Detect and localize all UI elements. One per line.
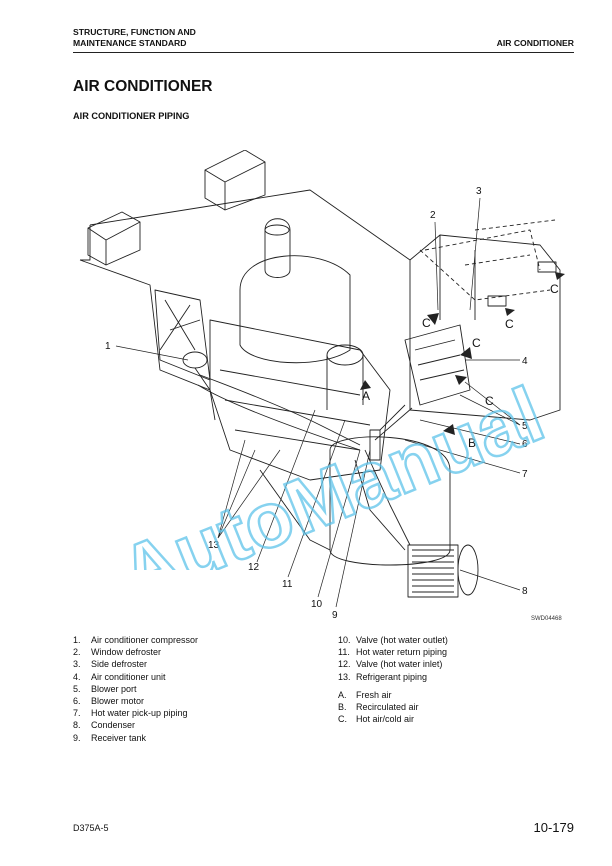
callout-13: 13 bbox=[208, 540, 220, 551]
airflow-c-2: C bbox=[472, 336, 481, 350]
header-divider bbox=[73, 52, 574, 53]
legend-list-2: 10.Valve (hot water outlet) 11.Hot water… bbox=[338, 634, 448, 683]
header-line-1: STRUCTURE, FUNCTION AND bbox=[73, 27, 196, 37]
legend-item: 9.Receiver tank bbox=[73, 732, 147, 743]
legend-item: 1.Air conditioner compressor bbox=[73, 635, 199, 645]
legend-item: 7.Hot water pick-up piping bbox=[73, 708, 188, 719]
page-subtitle: AIR CONDITIONER PIPING bbox=[73, 111, 190, 121]
callout-2: 2 bbox=[430, 210, 436, 221]
legend-item: C.Hot air/cold air bbox=[338, 714, 415, 725]
legend-item: 12.Valve (hot water inlet) bbox=[338, 659, 443, 670]
footer-model: D375A-5 bbox=[73, 823, 109, 833]
page-title: AIR CONDITIONER bbox=[73, 78, 213, 95]
legend-item: 6.Blower motor bbox=[73, 696, 145, 707]
piping-diagram: 1 2 3 4 5 6 7 8 9 10 11 12 13 A B C C C … bbox=[79, 150, 565, 621]
legend-list-airflow: A.Fresh air B.Recirculated air C.Hot air… bbox=[338, 689, 419, 726]
callout-1: 1 bbox=[105, 341, 111, 352]
callout-11: 11 bbox=[282, 579, 293, 590]
footer-page-number: 10-179 bbox=[533, 820, 574, 835]
legend-item: 10.Valve (hot water outlet) bbox=[338, 635, 448, 645]
callout-3: 3 bbox=[476, 186, 482, 197]
legend-item: 8.Condenser bbox=[73, 720, 136, 731]
callout-4: 4 bbox=[522, 356, 528, 367]
callout-12: 12 bbox=[248, 562, 260, 573]
legend-item: 11.Hot water return piping bbox=[338, 647, 448, 658]
airflow-c-3: C bbox=[485, 394, 494, 408]
legend-item: B.Recirculated air bbox=[338, 702, 419, 713]
callout-10: 10 bbox=[311, 599, 323, 610]
header-line-2: MAINTENANCE STANDARD bbox=[73, 38, 187, 48]
legend-item: 13.Refrigerant piping bbox=[338, 671, 428, 682]
legend-item: 2.Window defroster bbox=[73, 647, 162, 658]
callout-9: 9 bbox=[332, 610, 338, 621]
airflow-b: B bbox=[468, 436, 476, 450]
callout-6: 6 bbox=[522, 439, 528, 450]
legend-list-1: 1.Air conditioner compressor 2.Window de… bbox=[73, 634, 198, 744]
airflow-c-4: C bbox=[505, 317, 514, 331]
legend-item: 3.Side defroster bbox=[73, 659, 148, 670]
airflow-c-5: C bbox=[550, 282, 559, 296]
header-chapter: AIR CONDITIONER bbox=[496, 38, 574, 48]
callout-7: 7 bbox=[522, 469, 528, 480]
callout-8: 8 bbox=[522, 586, 528, 597]
legend-item: A.Fresh air bbox=[338, 690, 392, 700]
legend-item: 4.Air conditioner unit bbox=[73, 671, 166, 682]
airflow-a: A bbox=[362, 389, 370, 403]
legend-item: 5.Blower port bbox=[73, 683, 137, 694]
header-section-title: STRUCTURE, FUNCTION AND MAINTENANCE STAN… bbox=[73, 27, 196, 49]
figure-id: SWD04468 bbox=[531, 616, 562, 622]
airflow-c-1: C bbox=[422, 316, 431, 330]
callout-5: 5 bbox=[522, 421, 528, 432]
